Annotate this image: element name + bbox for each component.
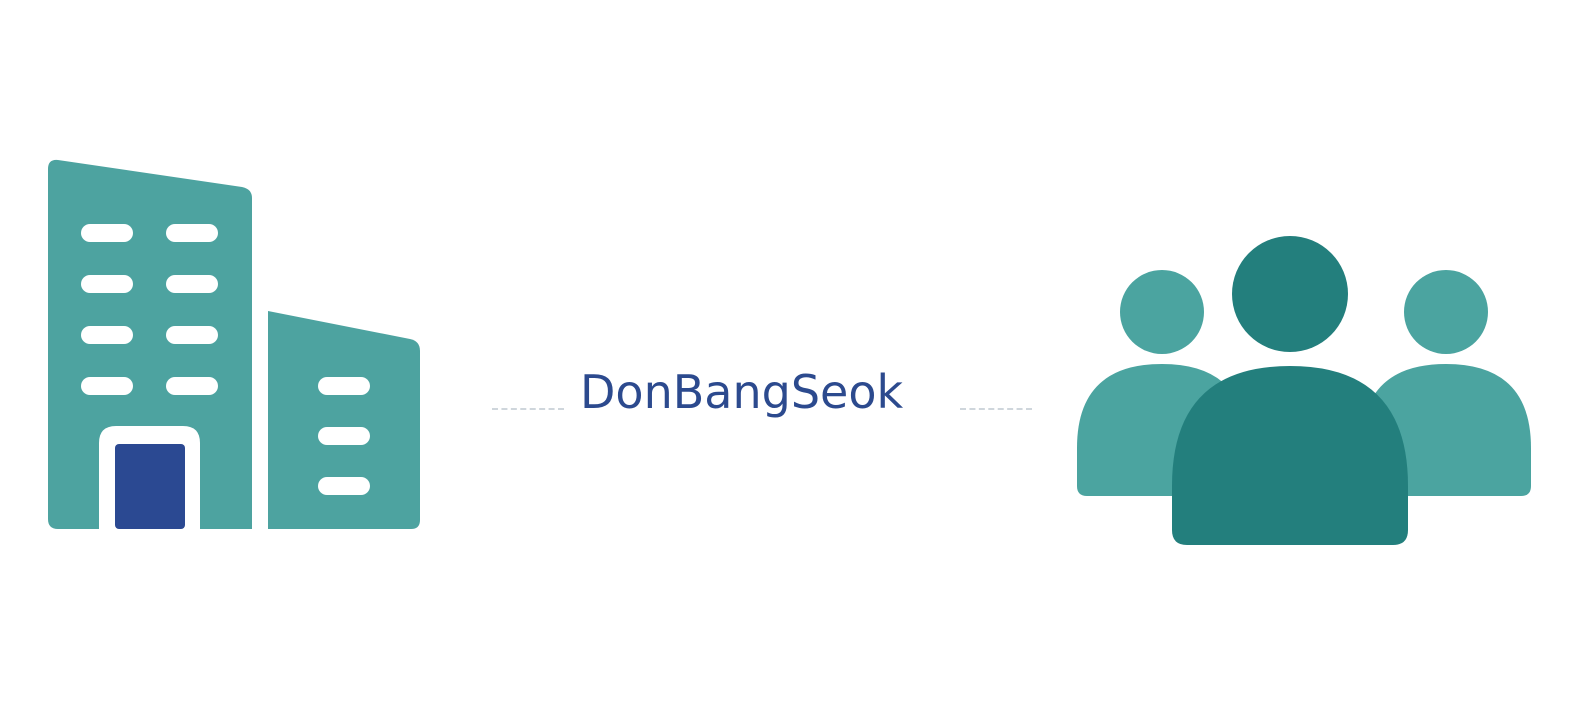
window — [81, 377, 133, 395]
window — [166, 224, 218, 242]
person-right-head — [1404, 270, 1488, 354]
short-wing — [268, 311, 420, 529]
office-building-icon — [48, 159, 420, 529]
window — [81, 275, 133, 293]
connector-left — [492, 408, 564, 410]
tall-tower — [48, 159, 252, 529]
window — [318, 477, 370, 495]
person-left-head — [1120, 270, 1204, 354]
connector-right — [960, 408, 1032, 410]
window — [81, 224, 133, 242]
brand-label: DonBangSeok — [580, 365, 904, 419]
tower-windows — [81, 224, 218, 395]
person-center — [1172, 236, 1408, 545]
window — [318, 377, 370, 395]
window — [166, 275, 218, 293]
window — [81, 326, 133, 344]
door — [115, 444, 185, 529]
window — [318, 427, 370, 445]
people-group-icon — [1077, 236, 1531, 545]
wing-windows — [318, 377, 370, 495]
person-center-head — [1232, 236, 1348, 352]
window — [166, 377, 218, 395]
window — [166, 326, 218, 344]
person-center-body — [1172, 366, 1408, 545]
